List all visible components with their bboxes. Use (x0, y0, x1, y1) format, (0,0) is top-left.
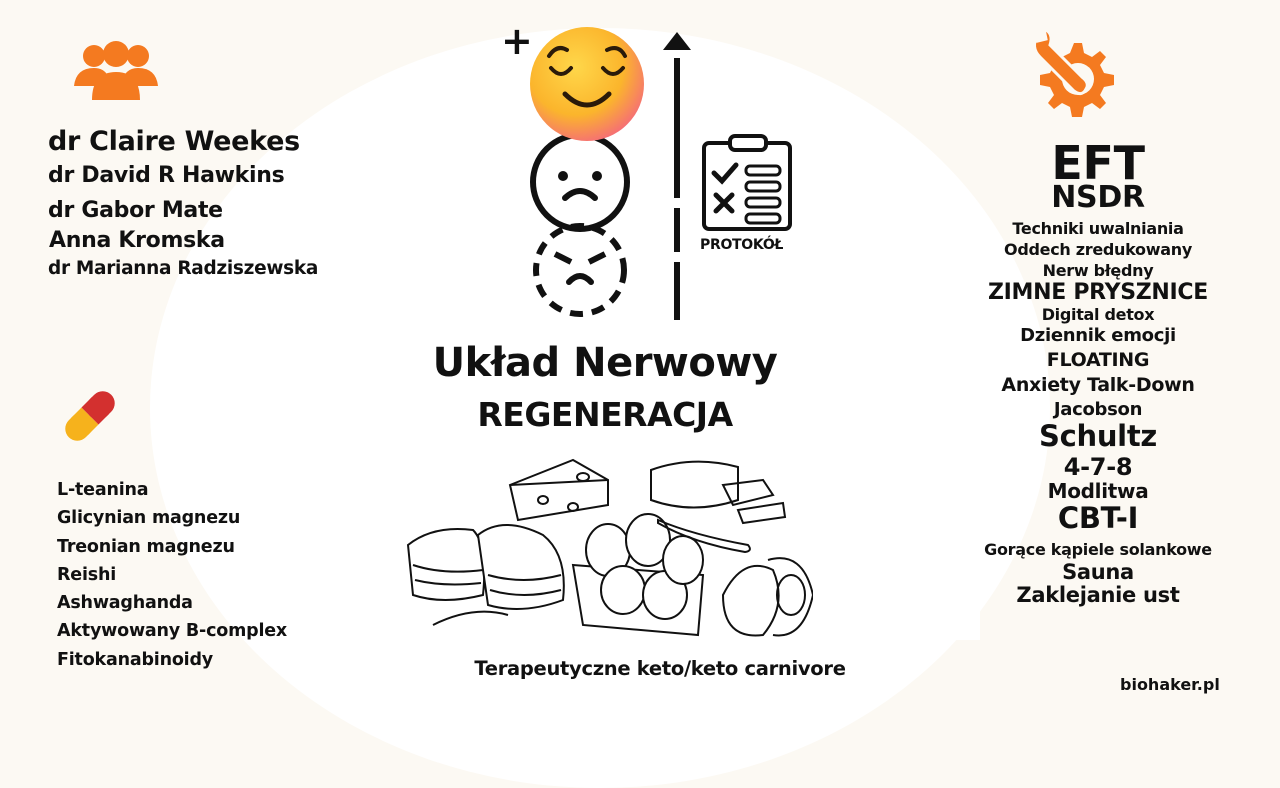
supplement-item: Treonian magnezu (57, 536, 235, 557)
technique-item: Modlitwa (1047, 479, 1149, 503)
technique-item: ZIMNE PRYSZNICE (988, 280, 1208, 305)
technique-item: Sauna (1062, 560, 1134, 584)
technique-item: Gorące kąpiele solankowe (984, 540, 1212, 559)
pill-capsule-icon (65, 391, 115, 441)
group-people-icon (74, 41, 158, 100)
technique-item: EFT (1051, 136, 1145, 190)
experts-list: dr Claire Weekes dr David R Hawkins dr G… (48, 128, 318, 279)
expert-name: dr Gabor Mate (48, 198, 223, 223)
technique-item: NSDR (1051, 180, 1145, 215)
keto-food-sketch (406, 458, 813, 637)
technique-item: Digital detox (1041, 305, 1155, 324)
technique-item: Jacobson (1053, 399, 1143, 420)
plus-symbol: + (501, 19, 533, 63)
clipboard-checklist-icon (702, 134, 792, 231)
supplement-item: Reishi (57, 564, 117, 585)
expert-name: dr Marianna Radziszewska (48, 258, 319, 279)
technique-item: 4-7-8 (1063, 453, 1133, 481)
page-title: Układ Nerwowy (432, 340, 778, 386)
supplement-item: Aktywowany B-complex (57, 621, 287, 642)
technique-item: Techniki uwalniania (1012, 219, 1184, 238)
up-arrow-progress (663, 32, 691, 320)
supplement-item: L-teanina (57, 480, 149, 500)
supplement-item: Glicynian magnezu (57, 508, 241, 529)
brand-footer: biohaker.pl (1120, 675, 1220, 694)
technique-item: Anxiety Talk-Down (1001, 374, 1195, 396)
protocol-label: PROTOKÓŁ (700, 237, 784, 253)
techniques-list: EFT NSDR Techniki uwalniania Oddech zred… (950, 140, 1246, 606)
technique-item: Nerw błędny (1042, 261, 1154, 280)
technique-item: Schultz (1039, 419, 1157, 453)
expert-name: dr Claire Weekes (48, 126, 300, 157)
supplement-item: Fitokanabinoidy (57, 649, 213, 670)
sad-face-outline (530, 132, 630, 317)
page-subtitle: REGENERACJA (477, 395, 733, 434)
expert-name: Anna Kromska (49, 228, 225, 253)
technique-item: Zaklejanie ust (1016, 583, 1180, 607)
technique-item: Oddech zredukowany (1004, 240, 1192, 259)
supplements-list: L-teanina Glicynian magnezu Treonian mag… (57, 476, 287, 674)
technique-item: CBT-I (1057, 501, 1139, 535)
technique-item: Dziennik emocji (1020, 325, 1176, 346)
technique-item: FLOATING (1046, 349, 1150, 371)
expert-name: dr David R Hawkins (48, 163, 285, 188)
relieved-face-emoji (530, 27, 644, 141)
diet-caption: Terapeutyczne keto/keto carnivore (474, 657, 846, 680)
wrench-gear-icon (1033, 26, 1114, 117)
background-panel (150, 28, 1050, 788)
supplement-item: Ashwaghanda (57, 593, 193, 614)
